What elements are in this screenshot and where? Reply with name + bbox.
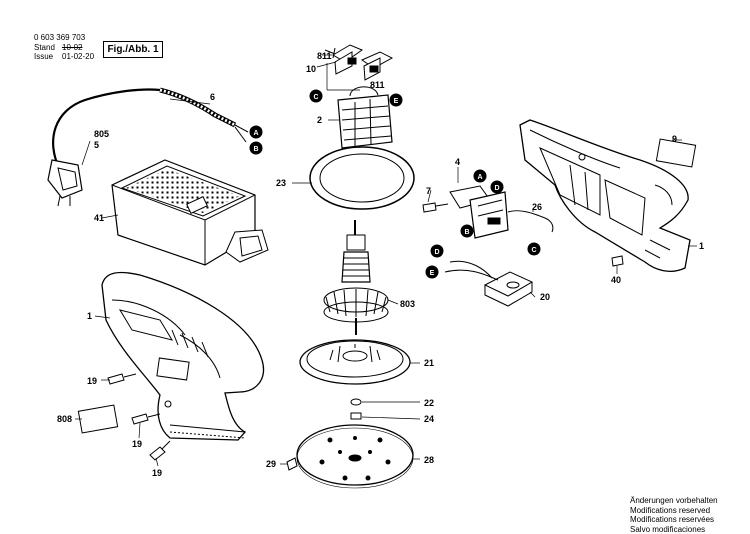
part-number-19-c: 19 [152,468,162,478]
part-number-40: 40 [611,275,621,285]
part-number-22: 22 [424,398,434,408]
notice-line-de: Änderungen vorbehalten [630,496,718,506]
notice-line-fr: Modifications reservées [630,515,718,525]
part-number-9: 9 [672,134,677,144]
connector-e-label-2: E [430,270,435,277]
connector-b-label-1: B [253,146,258,153]
part-number-26: 26 [532,202,542,212]
connector-e-label-1: E [394,98,399,105]
ring-23-drawing [310,147,414,209]
part-number-20: 20 [540,292,550,302]
part-number-803: 803 [400,299,415,309]
part-number-1-left: 1 [87,311,92,321]
part-40-drawing [612,256,623,266]
part-number-19-b: 19 [132,439,142,449]
part-number-6: 6 [210,92,215,102]
part-number-4: 4 [455,157,460,167]
part-number-21: 21 [424,358,434,368]
stator-drawing [338,87,392,148]
part-number-811-a: 811 [317,51,332,61]
connector-a-label-1: A [253,130,258,137]
part-number-7: 7 [426,186,431,196]
connector-b-label-2: B [464,229,469,236]
part-number-28: 28 [424,455,434,465]
pad-plate-21-drawing [300,340,410,384]
connector-d-label-1: D [494,185,499,192]
connector-a-label-2: A [477,174,482,181]
screw-24-drawing [351,413,361,419]
part-number-24: 24 [424,414,434,424]
armature-drawing [324,220,388,335]
part-number-29: 29 [266,459,276,469]
notice-line-en: Modifications reserved [630,506,718,516]
sanding-pad-drawing [297,425,413,488]
dust-box-drawing [112,160,268,265]
part-number-1-right: 1 [699,241,704,251]
part-number-811-b: 811 [370,80,385,90]
part-number-805: 805 [94,129,109,139]
part-number-808: 808 [57,414,72,424]
part-number-10: 10 [306,64,316,74]
part-number-41: 41 [94,213,104,223]
connector-c-label-1: C [313,94,318,101]
electronic-module-drawing [445,261,532,306]
switch-drawing [423,186,553,238]
label-plate-808 [78,405,117,433]
connector-d-label-2: D [434,249,439,256]
screw-29-drawing [287,458,297,470]
connector-c-label-2: C [531,247,536,254]
connector-badges [250,90,540,278]
part-number-23: 23 [276,178,286,188]
notice-line-es: Salvo modificaciones [630,525,718,534]
part-number-5: 5 [94,140,99,150]
part-number-2: 2 [317,115,322,125]
part-number-19-a: 19 [87,376,97,386]
modifications-notice: Änderungen vorbehalten Modifications res… [630,496,718,534]
housing-left-drawing [102,272,263,440]
washer-22-drawing [351,399,361,405]
